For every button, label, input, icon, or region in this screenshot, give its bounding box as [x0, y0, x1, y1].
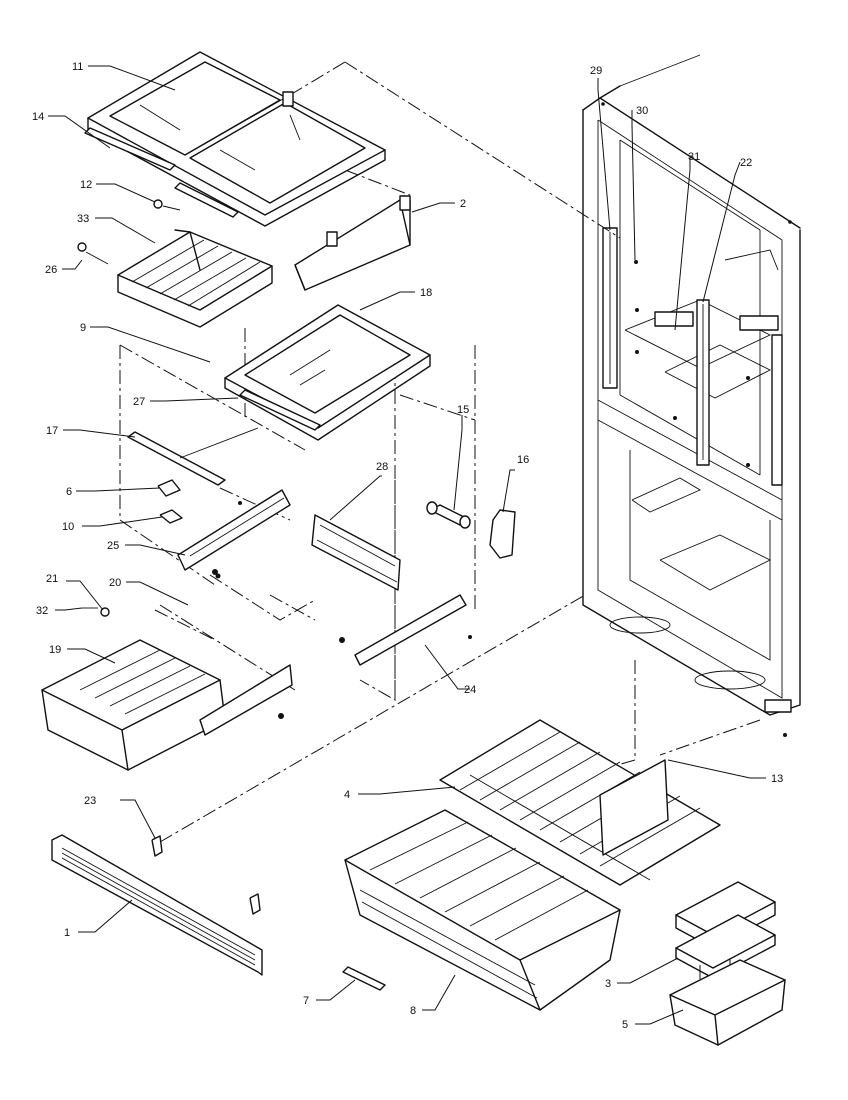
- callout-11: 11: [72, 61, 83, 73]
- part-19-crisper-drawer: [41, 573, 293, 771]
- callout-22: 22: [740, 157, 752, 169]
- part-17-rail: [127, 427, 259, 486]
- callout-10: 10: [62, 521, 74, 533]
- part-23-clip: [151, 835, 261, 915]
- callout-14: 14: [32, 111, 44, 123]
- callout-30: 30: [636, 105, 648, 117]
- part-11-glass-shelf: [87, 51, 386, 227]
- callout-32: 32: [36, 605, 48, 617]
- part-18-glass-shelf: [224, 304, 431, 441]
- part-10-clip: [159, 509, 183, 524]
- callout-28: 28: [376, 461, 388, 473]
- part-24-slide-rail: [339, 594, 472, 666]
- callout-1: 1: [64, 927, 70, 939]
- part-3-ice-tray: [675, 881, 776, 979]
- part-1-freezer-trim: [51, 834, 263, 976]
- part-5-ice-bin: [669, 959, 786, 1046]
- part-12-fastener: [153, 182, 239, 218]
- part-25-slide-rail: [177, 489, 291, 575]
- callout-7: 7: [303, 995, 309, 1007]
- part-6-bracket: [157, 479, 181, 497]
- callout-8: 8: [410, 1005, 416, 1017]
- callout-6: 6: [66, 486, 72, 498]
- callout-18: 18: [420, 287, 432, 299]
- callout-9: 9: [80, 322, 86, 334]
- part-27-trim: [239, 389, 321, 431]
- callout-3: 3: [605, 978, 611, 990]
- callout-15: 15: [457, 404, 469, 416]
- part-28-slide-rail: [311, 514, 401, 591]
- callout-29: 29: [590, 65, 602, 77]
- part-33-wire-shelf: [117, 229, 273, 328]
- callout-27: 27: [133, 396, 145, 408]
- part-2-bin: [294, 195, 411, 291]
- part-14-trim: [84, 127, 176, 171]
- callout-12: 12: [80, 179, 92, 191]
- callout-20: 20: [109, 577, 121, 589]
- leader-lines: [48, 65, 766, 1025]
- part-7-handle: [342, 966, 386, 991]
- callout-16: 16: [517, 454, 529, 466]
- part-8-wire-basket: [344, 809, 621, 1011]
- part-15-roller: [426, 501, 471, 529]
- callout-labels: 11 14 12 2 33 26 18 9 27 17 15 16 28 6 1…: [32, 61, 783, 1031]
- callout-13: 13: [771, 773, 783, 785]
- callout-33: 33: [77, 213, 89, 225]
- callout-4: 4: [344, 789, 350, 801]
- callout-5: 5: [622, 1019, 628, 1031]
- callout-21: 21: [46, 573, 58, 585]
- callout-2: 2: [460, 198, 466, 210]
- callout-23: 23: [84, 795, 96, 807]
- callout-24: 24: [464, 684, 476, 696]
- part-13-divider: [599, 759, 669, 856]
- callout-25: 25: [107, 540, 119, 552]
- part-16-cover: [489, 509, 516, 559]
- refrigerator-cabinet: [582, 54, 801, 737]
- callout-17: 17: [46, 425, 58, 437]
- callout-19: 19: [49, 644, 61, 656]
- callout-26: 26: [45, 264, 57, 276]
- part-26-screw: [77, 242, 109, 265]
- callout-31: 31: [688, 151, 700, 163]
